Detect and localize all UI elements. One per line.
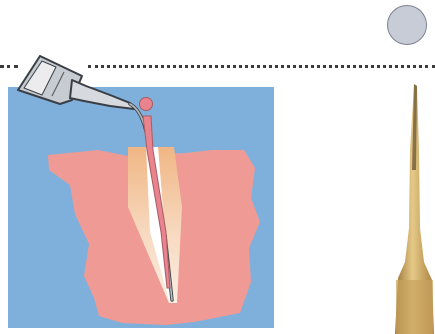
endo-tip-shank <box>396 280 433 334</box>
file-handle <box>140 98 153 111</box>
circle-indicator-icon <box>387 5 427 45</box>
endo-tip-photo <box>390 80 435 334</box>
ultrasonic-root-canal-illustration <box>0 55 385 334</box>
